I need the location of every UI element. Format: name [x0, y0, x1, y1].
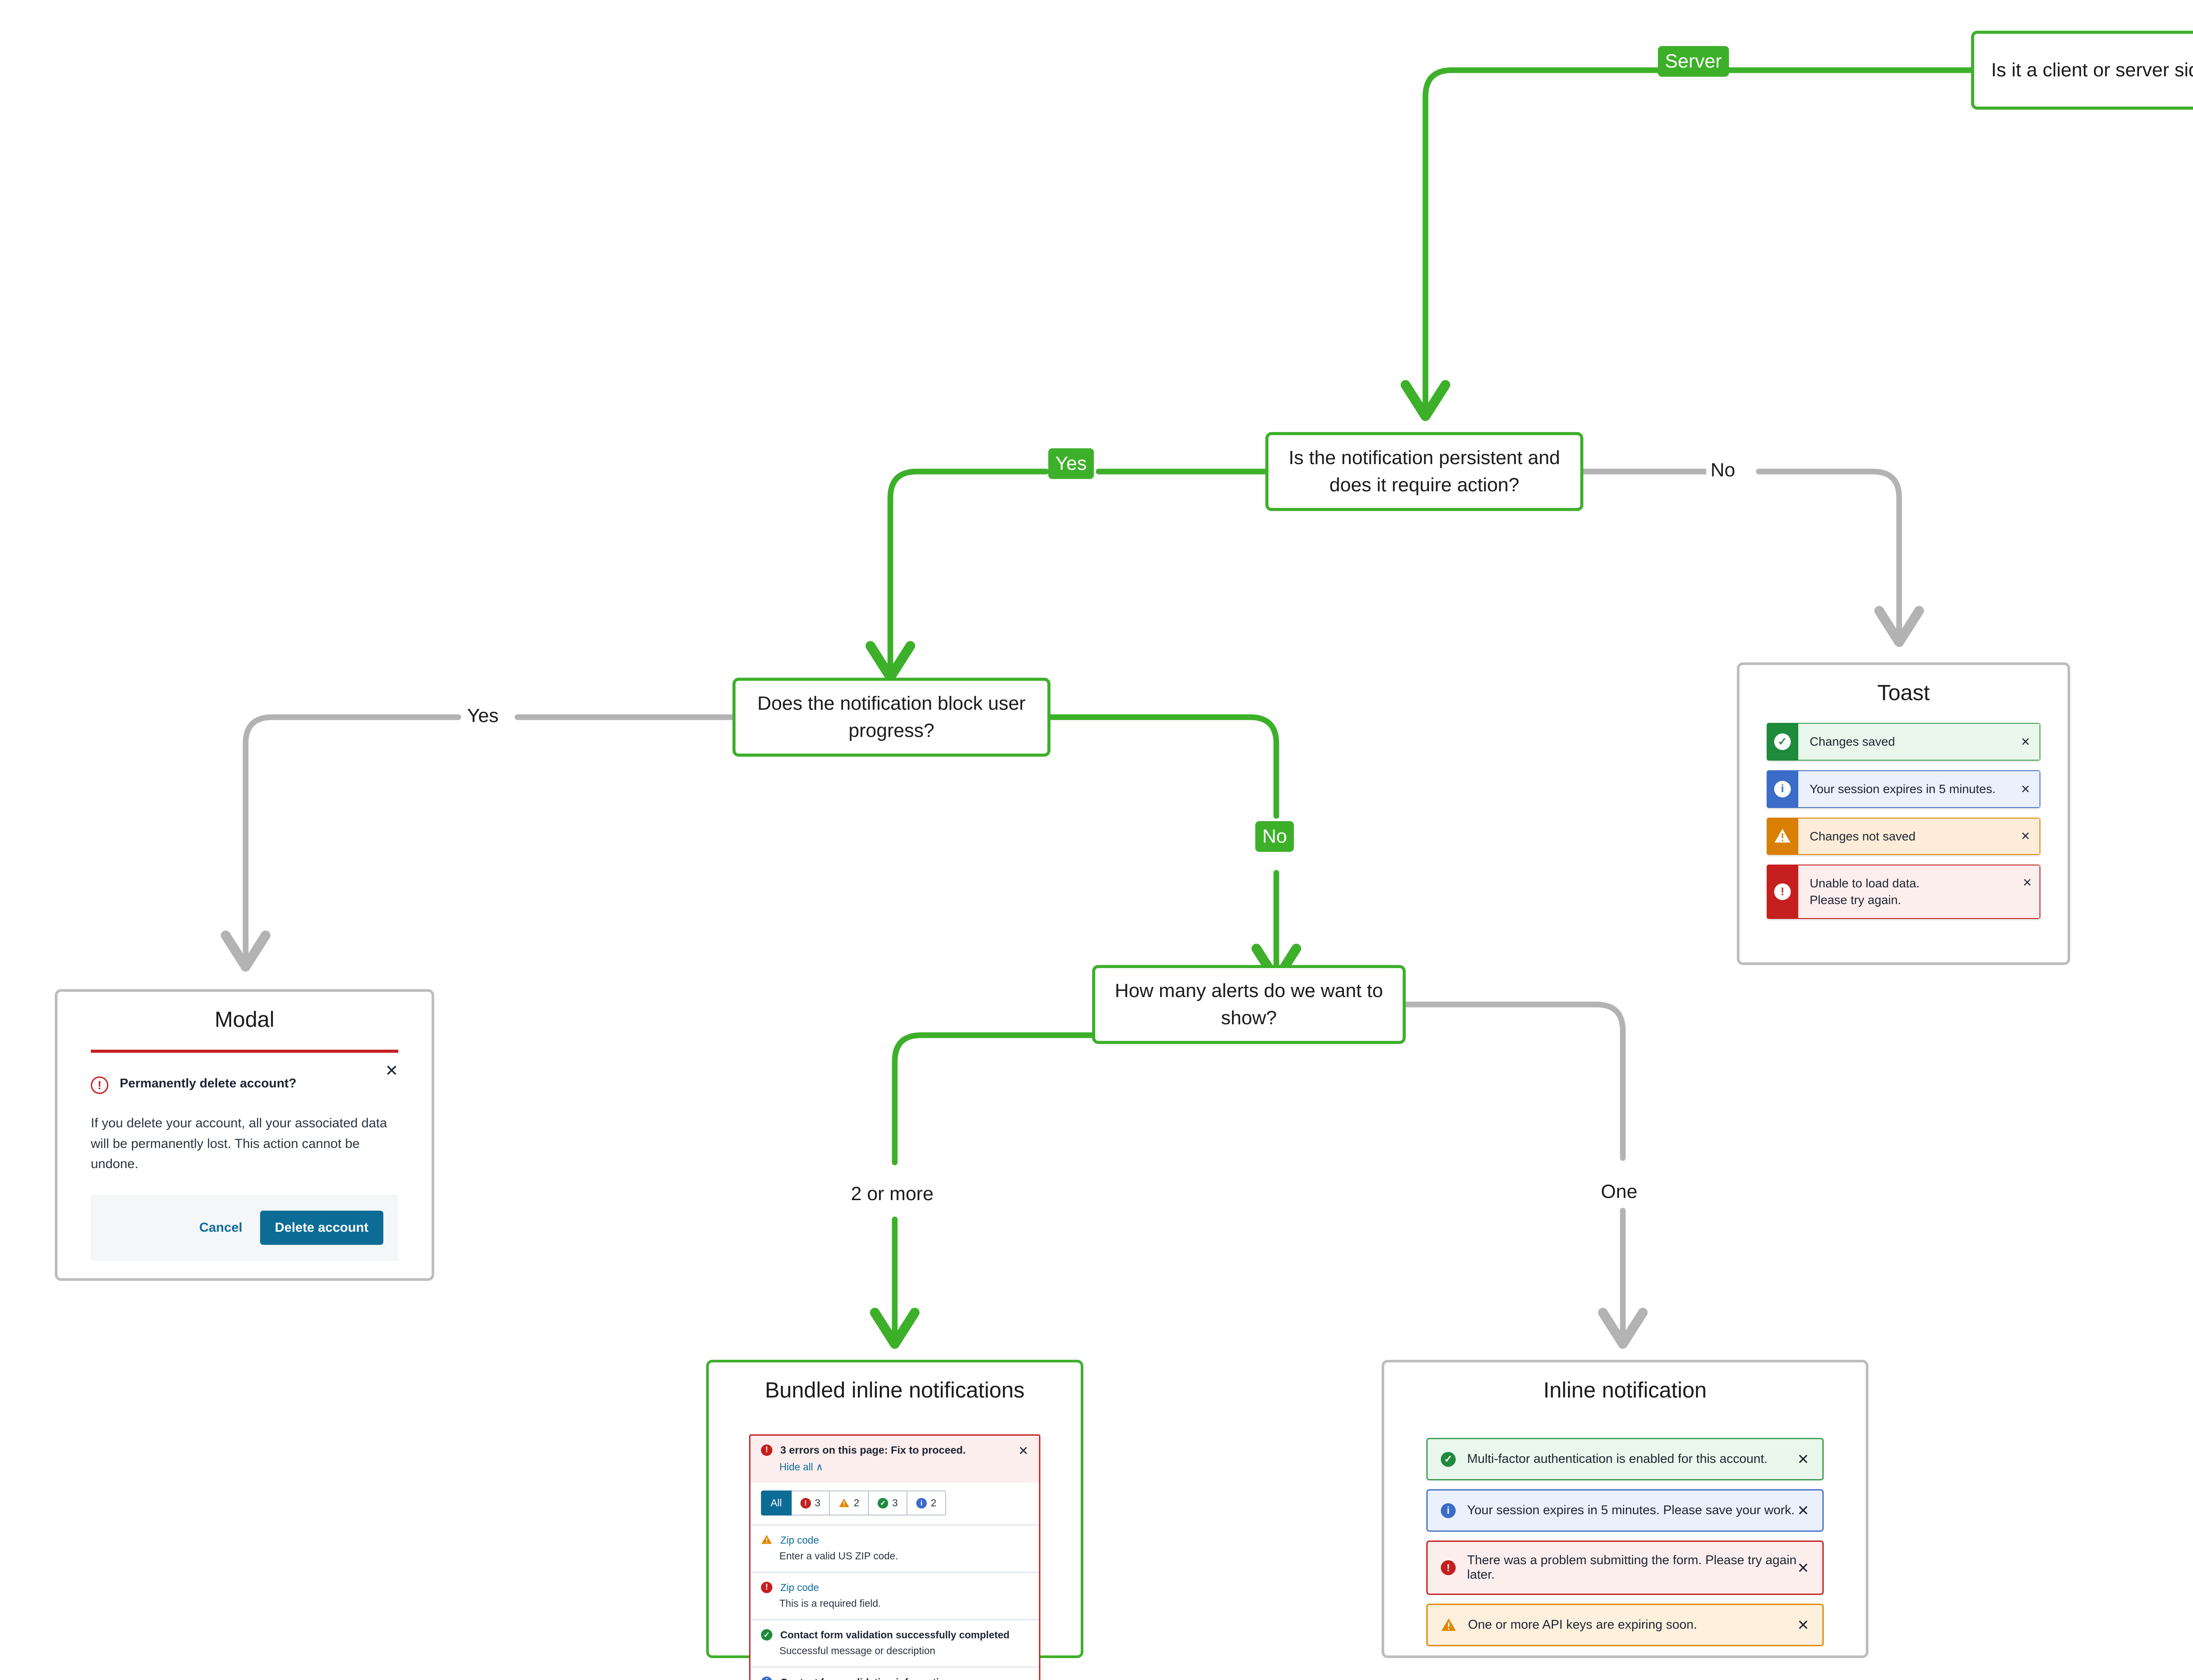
bundled-list-item[interactable]: ! Zip code This is a required field. — [750, 1572, 1039, 1619]
modal-footer: Cancel Delete account — [91, 1194, 398, 1261]
node-label: Does the notification block user progres… — [757, 692, 1026, 741]
cancel-button[interactable]: Cancel — [199, 1220, 243, 1235]
node-label: How many alerts do we want to show? — [1114, 979, 1383, 1029]
bundled-list-item[interactable]: Zip code Enter a valid US ZIP code. — [750, 1524, 1039, 1572]
inline-notification-item[interactable]: i Your session expires in 5 minutes. Ple… — [1426, 1489, 1824, 1532]
error-circle-icon: ! — [1441, 1560, 1456, 1575]
info-circle-icon: i — [761, 1676, 772, 1680]
bundled-list-item[interactable]: ✓ Contact form validation successfully c… — [750, 1619, 1039, 1666]
item-text: Multi-factor authentication is enabled f… — [1467, 1452, 1768, 1466]
item-description: This is a required field. — [779, 1598, 881, 1609]
toast-item[interactable]: ! Unable to load data. Please try again.… — [1767, 865, 2040, 919]
info-circle-icon: i — [1441, 1503, 1456, 1518]
card-title: Toast — [1877, 680, 1930, 705]
error-circle-icon: ! — [761, 1444, 772, 1456]
modal-accent-rule — [91, 1050, 398, 1053]
toast-text: Your session expires in 5 minutes. — [1810, 782, 1996, 796]
decision-node-alert-count[interactable]: How many alerts do we want to show? — [1092, 965, 1406, 1044]
toast-card: Toast ✓ Changes saved × i Your session e… — [1737, 662, 2070, 965]
warning-triangle-icon — [839, 1498, 850, 1507]
filter-chip-error[interactable]: ! 3 — [791, 1491, 830, 1516]
check-circle-icon: ✓ — [1441, 1451, 1456, 1467]
check-circle-icon: ✓ — [1767, 723, 1798, 761]
item-title[interactable]: Zip code — [780, 1582, 819, 1593]
filter-chip-success[interactable]: ✓ 3 — [869, 1491, 907, 1516]
check-circle-icon: ✓ — [761, 1629, 772, 1641]
filter-chip-warning[interactable]: 2 — [830, 1491, 869, 1516]
card-title: Modal — [214, 1007, 275, 1032]
edge-label-one: One — [1597, 1180, 1642, 1204]
node-label: Is the notification persistent and does … — [1289, 447, 1560, 496]
item-text: One or more API keys are expiring soon. — [1468, 1618, 1697, 1632]
decision-node-root[interactable]: Is it a client or server side error? — [1971, 31, 2193, 110]
warning-triangle-icon — [1441, 1618, 1456, 1631]
close-icon[interactable]: ✕ — [1797, 1559, 1809, 1576]
modal-heading: Permanently delete account? — [120, 1076, 296, 1090]
edge-label-no-blocks: No — [1255, 821, 1294, 852]
edge-label-two-or-more: 2 or more — [846, 1182, 938, 1206]
toast-text: Changes not saved — [1810, 829, 1916, 843]
node-label: Is it a client or server side error? — [1991, 59, 2193, 81]
delete-account-button[interactable]: Delete account — [260, 1210, 383, 1245]
edge-label-server: Server — [1658, 46, 1729, 77]
warning-triangle-icon — [761, 1535, 772, 1544]
error-circle-icon: ! — [800, 1498, 811, 1508]
close-icon[interactable]: × — [2021, 828, 2030, 845]
bundled-filter-group: All ! 3 2 ✓ 3 i — [750, 1483, 1039, 1524]
warning-triangle-icon — [1767, 817, 1798, 855]
bundled-inline-notifications-card: Bundled inline notifications ✕ ! 3 error… — [706, 1360, 1083, 1680]
bundled-list-item[interactable]: i Contact form validation information In… — [750, 1666, 1039, 1680]
toast-item[interactable]: i Your session expires in 5 minutes. × — [1767, 770, 2040, 808]
toast-list: ✓ Changes saved × i Your session expires… — [1739, 705, 2068, 919]
close-icon[interactable]: × — [2023, 874, 2032, 891]
check-circle-icon: ✓ — [878, 1498, 889, 1508]
bundled-summary-text: 3 errors on this page: Fix to proceed. — [780, 1444, 966, 1456]
item-title: Contact form validation successfully com… — [780, 1629, 1010, 1641]
inline-notification-card: Inline notification ✓ Multi-factor authe… — [1382, 1360, 1868, 1658]
modal-body-text: If you delete your account, all your ass… — [91, 1116, 387, 1171]
card-title: Inline notification — [1543, 1378, 1707, 1402]
inline-notification-item[interactable]: ! There was a problem submitting the for… — [1426, 1541, 1824, 1595]
close-icon[interactable]: × — [2021, 780, 2030, 797]
info-circle-icon: i — [916, 1498, 927, 1508]
item-title: Contact form validation information — [780, 1676, 951, 1680]
toast-item[interactable]: ✓ Changes saved × — [1767, 723, 2040, 761]
close-icon[interactable]: ✕ — [1797, 1451, 1809, 1467]
close-icon[interactable]: ✕ — [1797, 1502, 1809, 1519]
hide-all-toggle[interactable]: Hide all ∧ — [779, 1461, 823, 1473]
decision-node-blocks-progress[interactable]: Does the notification block user progres… — [732, 678, 1050, 757]
close-icon[interactable]: ✕ — [1797, 1617, 1809, 1633]
item-text: Your session expires in 5 minutes. Pleas… — [1467, 1503, 1795, 1517]
filter-chip-all[interactable]: All — [761, 1491, 792, 1516]
modal-card: Modal ✕ ! Permanently delete account? If… — [55, 989, 434, 1281]
close-icon[interactable]: × — [2021, 733, 2030, 750]
item-title[interactable]: Zip code — [780, 1534, 819, 1546]
edge-label-yes-blocks: Yes — [463, 704, 503, 728]
edge-label-no-persistent: No — [1706, 458, 1740, 482]
edge-label-yes-persistent: Yes — [1048, 448, 1094, 479]
bundled-summary-banner: ✕ ! 3 errors on this page: Fix to procee… — [750, 1436, 1039, 1483]
error-circle-icon: ! — [761, 1582, 772, 1593]
chevron-up-icon: ∧ — [816, 1461, 823, 1473]
item-text: There was a problem submitting the form.… — [1467, 1553, 1797, 1582]
filter-chip-info[interactable]: i 2 — [907, 1491, 946, 1516]
inline-notification-list: ✓ Multi-factor authentication is enabled… — [1384, 1403, 1866, 1646]
item-description: Enter a valid US ZIP code. — [779, 1550, 898, 1562]
close-icon[interactable]: ✕ — [1018, 1444, 1029, 1458]
inline-notification-item[interactable]: ✓ Multi-factor authentication is enabled… — [1426, 1438, 1824, 1480]
toast-text: Unable to load data. Please try again. — [1810, 876, 1920, 907]
decision-node-persistent[interactable]: Is the notification persistent and does … — [1265, 432, 1583, 511]
card-title: Bundled inline notifications — [764, 1378, 1025, 1402]
toast-item[interactable]: Changes not saved × — [1767, 817, 2040, 855]
item-description: Successful message or description — [779, 1645, 936, 1656]
error-circle-icon: ! — [1767, 865, 1798, 919]
inline-notification-item[interactable]: One or more API keys are expiring soon. … — [1426, 1604, 1824, 1646]
close-icon[interactable]: ✕ — [385, 1062, 398, 1079]
info-circle-icon: i — [1767, 770, 1798, 808]
error-circle-outline-icon: ! — [91, 1076, 108, 1094]
toast-text: Changes saved — [1810, 735, 1895, 748]
